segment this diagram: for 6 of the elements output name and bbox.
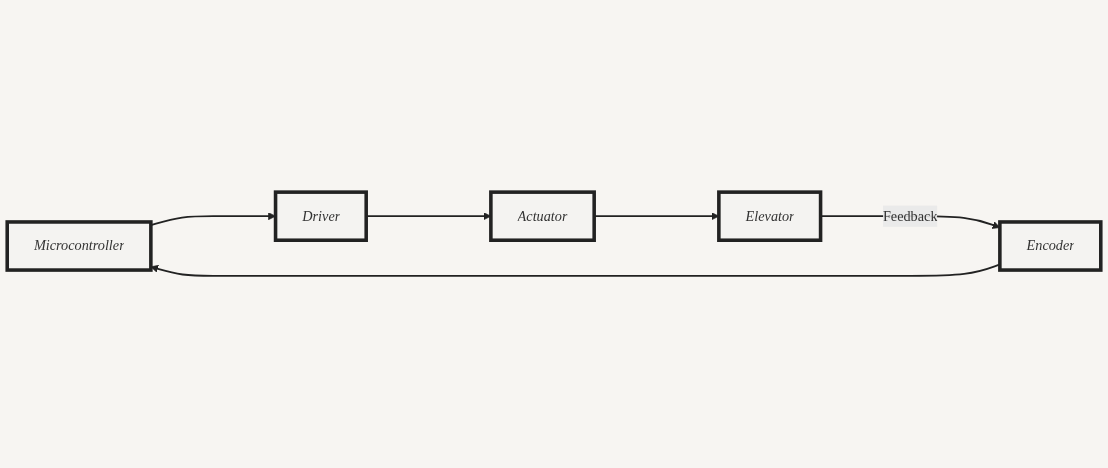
- node-box: Elevator: [717, 190, 823, 242]
- node-box: Microcontroller: [5, 220, 153, 272]
- node-box: Encoder: [998, 220, 1103, 272]
- edge-label: Feedback: [882, 208, 938, 224]
- node-box: Actuator: [489, 190, 596, 242]
- node-box: Driver: [273, 190, 368, 242]
